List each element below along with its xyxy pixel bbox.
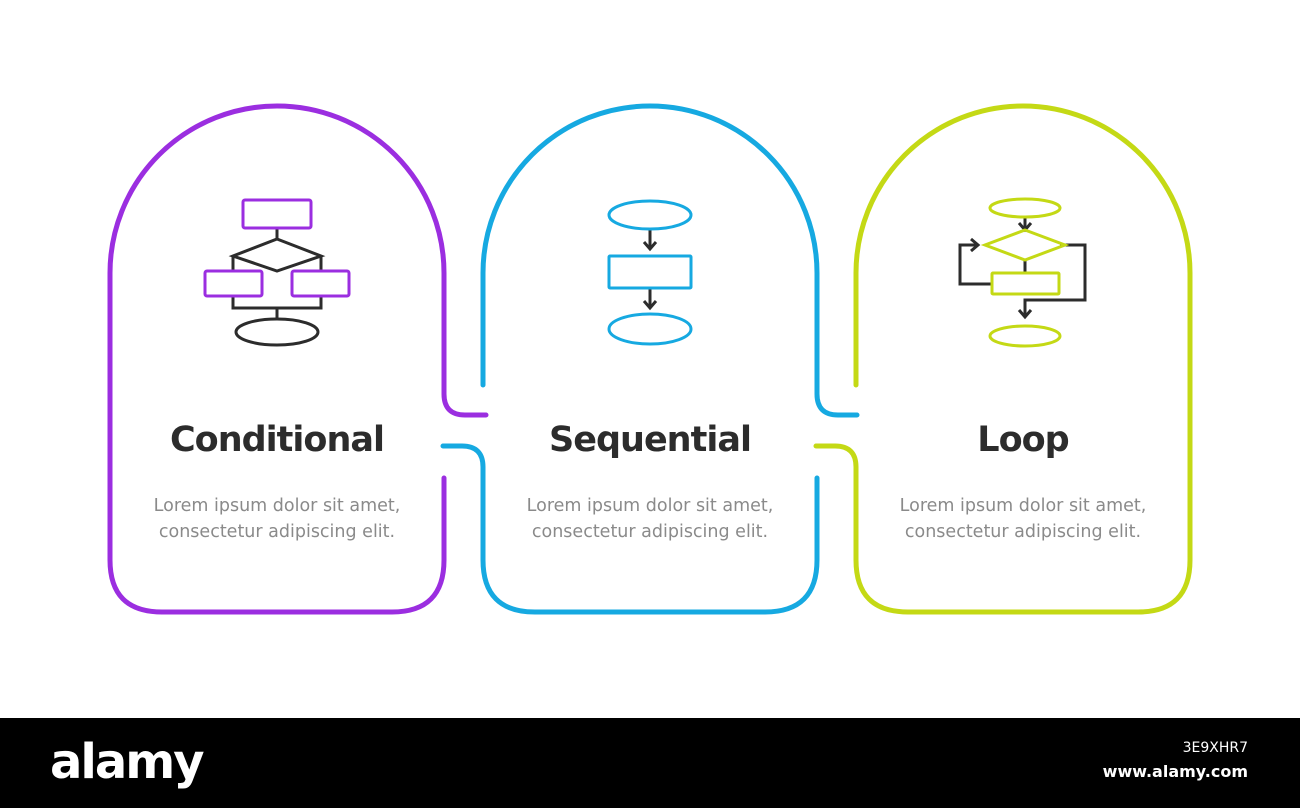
- card-title-loop: Loop: [977, 420, 1069, 460]
- card-frames: [107, 103, 1193, 615]
- card-frame-conditional: [107, 103, 489, 615]
- alamy-logo: alamy: [50, 734, 205, 790]
- site-url: www.alamy.com: [1102, 762, 1248, 781]
- watermark-footer: alamy 3E9XHR7 www.alamy.com: [0, 718, 1300, 808]
- card-description-conditional: Lorem ipsum dolor sit amet, consectetur …: [153, 496, 401, 542]
- sequential-flowchart-icon: [607, 199, 693, 346]
- card-description-sequential: Lorem ipsum dolor sit amet, consectetur …: [526, 496, 774, 542]
- loop-flowchart-icon: [958, 197, 1087, 348]
- card-frame-sequential-lower: [440, 443, 820, 615]
- image-id: 3E9XHR7: [1182, 740, 1248, 756]
- card-description-loop: Lorem ipsum dolor sit amet, consectetur …: [899, 496, 1147, 542]
- card-title-sequential: Sequential: [549, 420, 752, 460]
- card-title-conditional: Conditional: [169, 420, 385, 460]
- infographic: Conditional Lorem ipsum dolor sit amet, …: [107, 103, 1193, 615]
- card-frame-loop: [813, 103, 1193, 615]
- conditional-flowchart-icon: [203, 198, 351, 347]
- card-frame-sequential: [480, 103, 860, 418]
